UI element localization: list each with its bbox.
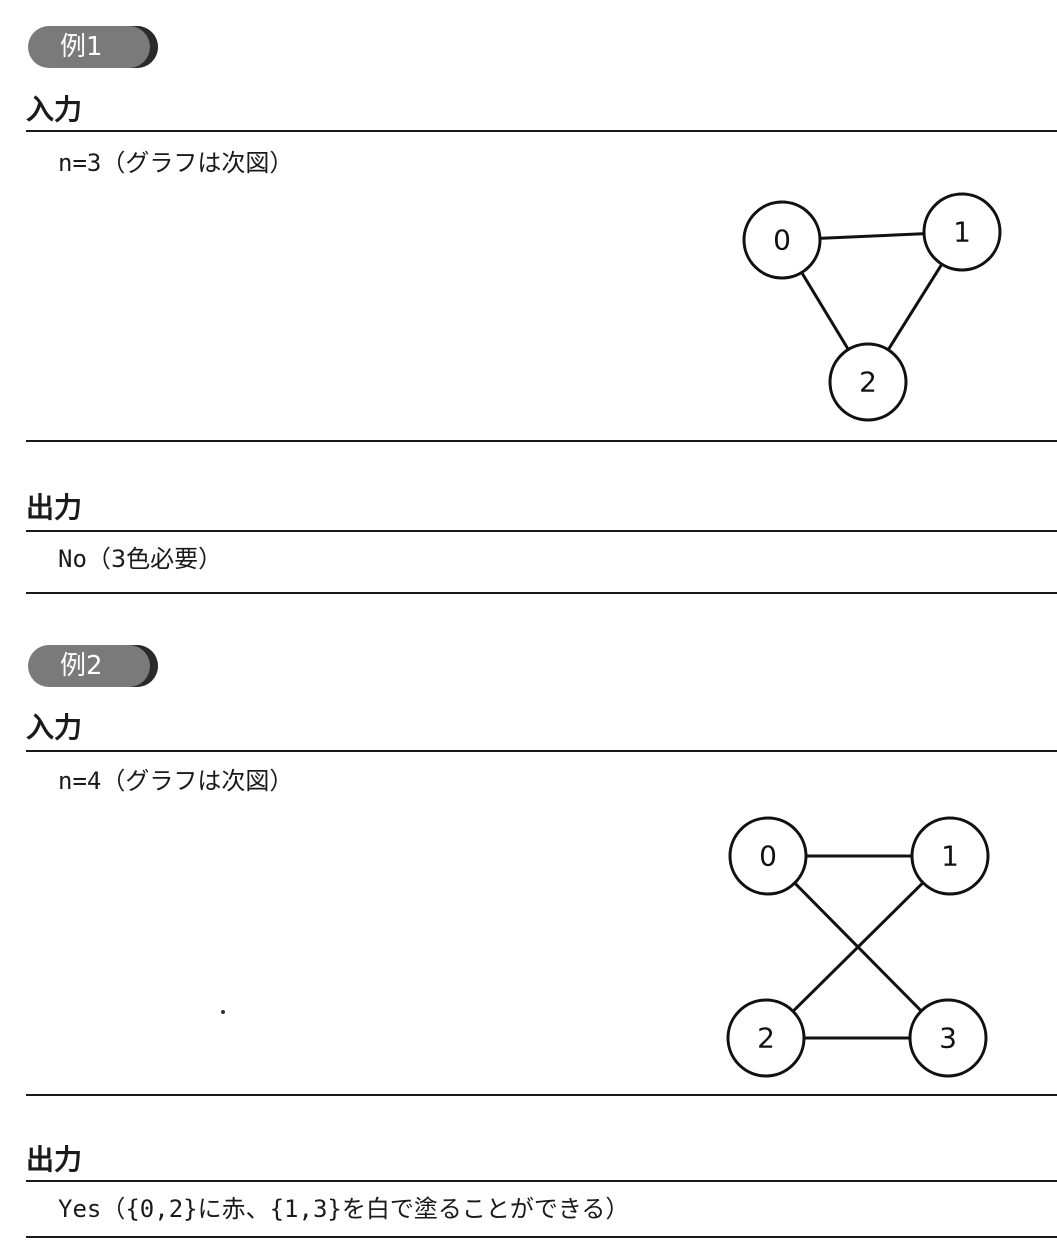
example-2-output-label: 出力	[26, 1143, 83, 1176]
graph-node-2-label: 2	[757, 1022, 775, 1055]
example-2-output-note-white: を白で塗ることができる）	[341, 1195, 630, 1223]
example-1-badge: 例1	[28, 26, 158, 68]
graph-node-2: 2	[726, 998, 806, 1078]
graph-node-0-label: 0	[773, 224, 791, 257]
scan-speck	[221, 1010, 225, 1014]
example-2-input-note: （グラフは次図）	[101, 767, 294, 795]
example-2-output-top-rule	[26, 1180, 1057, 1182]
example-1-input-label: 入力	[26, 93, 83, 126]
graph-node-0-label: 0	[759, 840, 777, 873]
example-2-output-set-2: {1,3}	[269, 1195, 342, 1223]
example-2-output-set-1: {0,2}	[125, 1195, 198, 1223]
graph-node-3-label: 3	[939, 1022, 957, 1055]
graph-node-0: 0	[742, 200, 822, 280]
graph-node-1-label: 1	[953, 216, 971, 249]
example-2-output-note-open: （	[101, 1195, 126, 1223]
graph-node-3: 3	[908, 998, 988, 1078]
example-1-input-code: n=3	[58, 149, 102, 177]
example-1-output-code: No	[58, 545, 87, 573]
example-1-input-line: n=3（グラフは次図）	[58, 148, 293, 178]
example-1-input-note: （グラフは次図）	[101, 149, 294, 177]
example-2-input-code: n=4	[58, 767, 102, 795]
graph-node-1-label: 1	[941, 840, 959, 873]
example-2-output-note-red: に赤、	[197, 1195, 270, 1223]
example-1-output-bottom-rule	[26, 592, 1057, 594]
example-1-output-note: （3色必要）	[86, 545, 223, 573]
example-1-output-line: No（3色必要）	[58, 544, 222, 574]
graph-node-2-label: 2	[859, 366, 877, 399]
example-2-input-line: n=4（グラフは次図）	[58, 766, 293, 796]
graph-node-1: 1	[922, 192, 1002, 272]
example-2-input-label: 入力	[26, 711, 83, 744]
example-2-graph: 0 1 2 3	[726, 816, 990, 1078]
example-2-output-line: Yes（{0,2}に赤、{1,3}を白で塗ることができる）	[58, 1194, 629, 1224]
graph-node-1: 1	[910, 816, 990, 896]
example-2-input-top-rule	[26, 750, 1057, 752]
example-1-input-bottom-rule	[26, 440, 1057, 442]
graph-node-0: 0	[728, 816, 808, 896]
example-1-input-top-rule	[26, 130, 1057, 132]
example-1-output-label: 出力	[26, 491, 83, 524]
example-1-output-top-rule	[26, 530, 1057, 532]
example-2-output-code: Yes	[58, 1195, 102, 1223]
example-2-output-bottom-rule	[26, 1236, 1057, 1238]
example-1-graph: 0 1 2	[742, 192, 1002, 422]
example-2-input-bottom-rule	[26, 1094, 1057, 1096]
example-2-badge: 例2	[28, 645, 158, 687]
graph-node-2: 2	[828, 342, 908, 422]
edge-1-2	[764, 854, 952, 1040]
